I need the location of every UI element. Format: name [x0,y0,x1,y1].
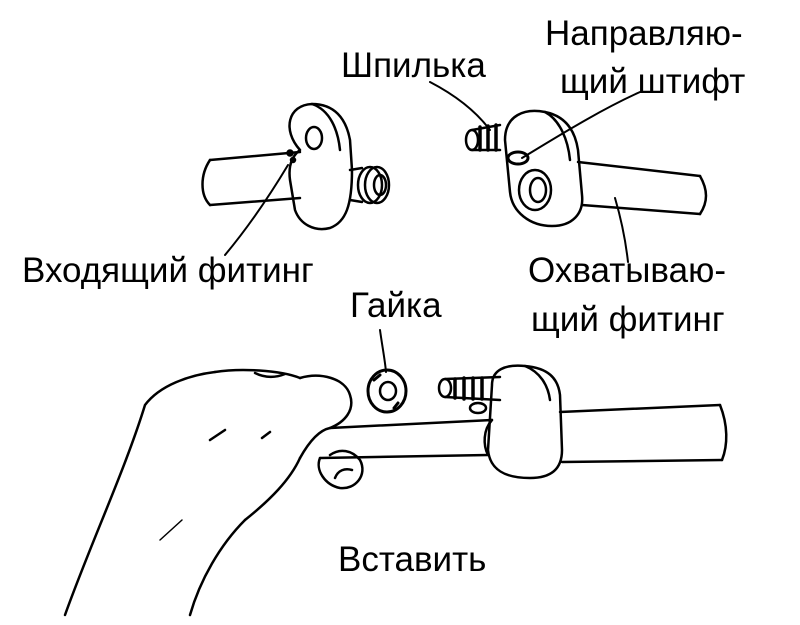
leader-stud [429,81,491,131]
male-fitting-label: Входящий фитинг [22,251,314,290]
nut-label: Гайка [350,286,442,325]
stud-label: Шпилька [341,46,486,85]
leader-guide-pin [521,91,641,159]
leader-female-fitting [614,197,629,263]
female-fitting-label-line2: щий фитинг [531,300,725,339]
leader-nut [379,329,387,373]
insert-label: Вставить [338,540,487,579]
female-fitting-label-line1: Охватываю- [528,251,726,290]
leader-lines [224,81,641,373]
guide-pin-label-line2: щий штифт [560,62,746,101]
leader-male-fitting [224,164,289,256]
female-fitting-drawing [464,109,708,228]
male-fitting-drawing [201,102,391,231]
assembly-drawing [63,364,728,617]
guide-pin-label-line1: Направляю- [545,14,743,53]
